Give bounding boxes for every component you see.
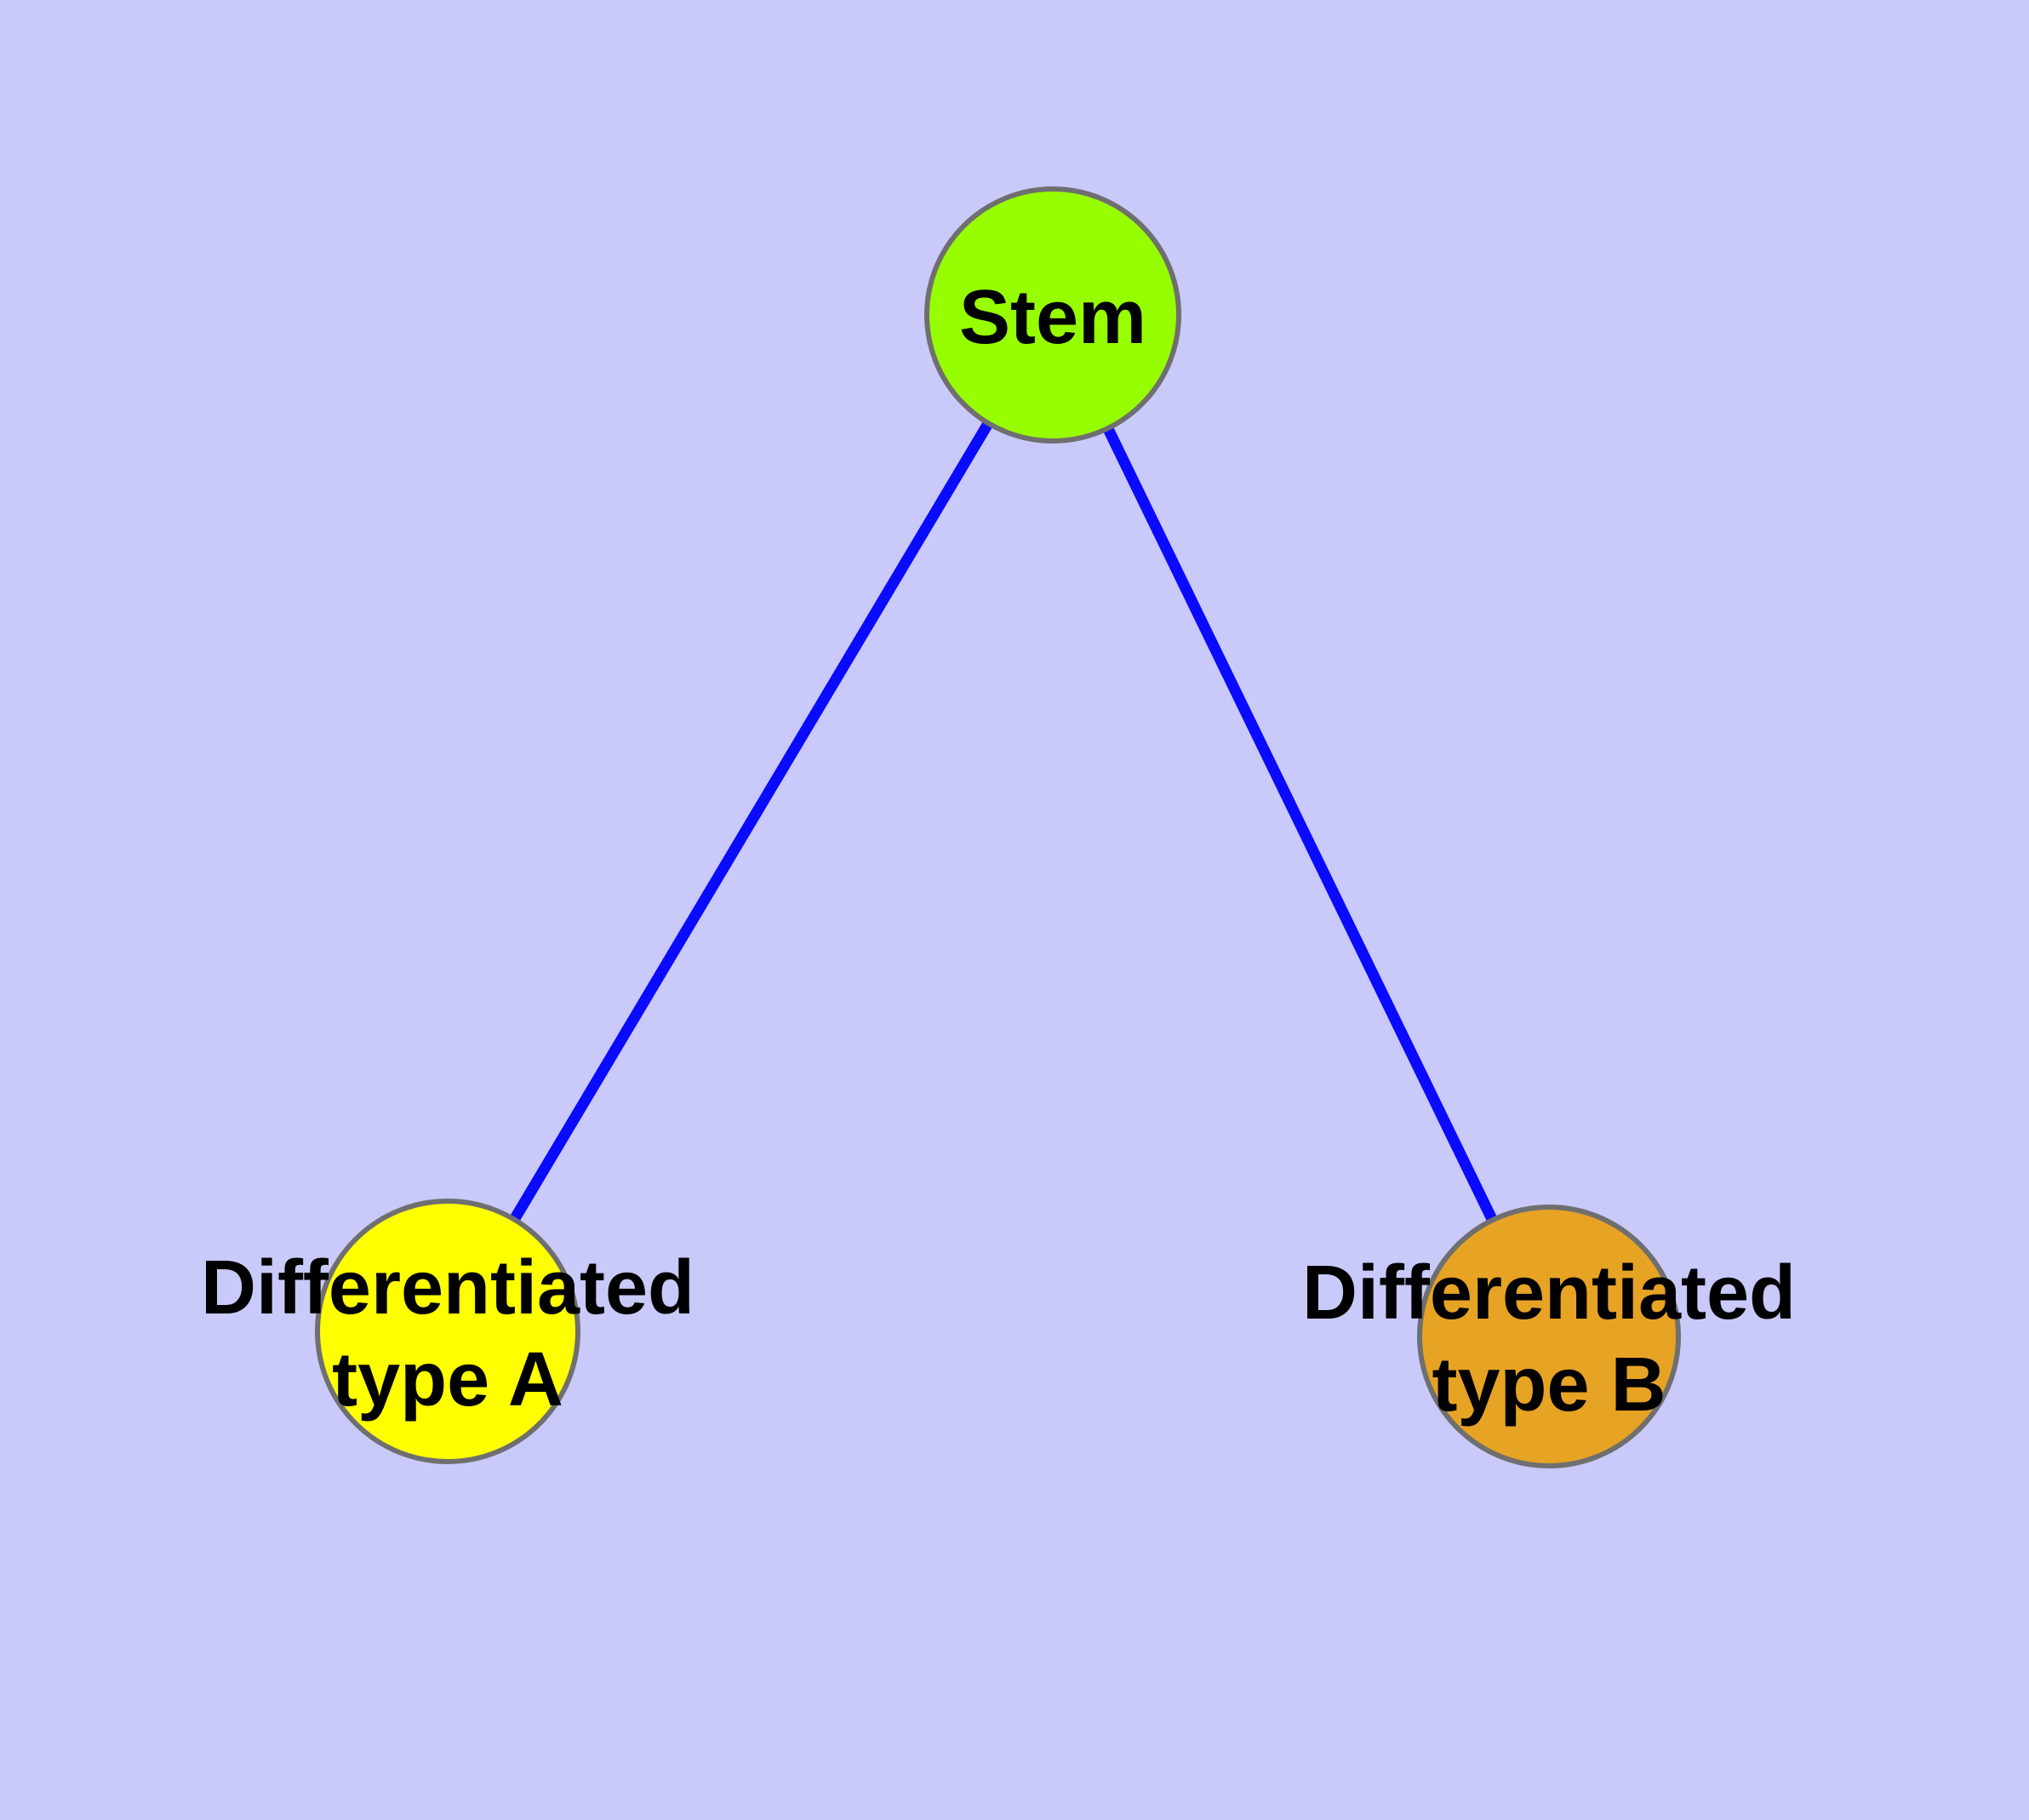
- node-label-line: type A: [332, 1337, 563, 1422]
- node-differentiated-type-a: [315, 1199, 580, 1464]
- node-label-stem: Stem: [959, 275, 1146, 360]
- nodes-layer: [315, 186, 1681, 1468]
- node-differentiated-type-b: [1417, 1205, 1681, 1468]
- node-label-line: Differentiated: [201, 1245, 694, 1331]
- edge-stem-to-differentiated-type-b: [1048, 312, 1554, 1339]
- node-label-line: Differentiated: [1302, 1251, 1796, 1336]
- node-stem: [924, 186, 1181, 444]
- edges-layer: [443, 312, 1554, 1339]
- edge-stem-to-differentiated-type-a: [443, 312, 1058, 1335]
- node-label-line: type B: [1432, 1342, 1666, 1428]
- node-label-line: Stem: [959, 275, 1146, 360]
